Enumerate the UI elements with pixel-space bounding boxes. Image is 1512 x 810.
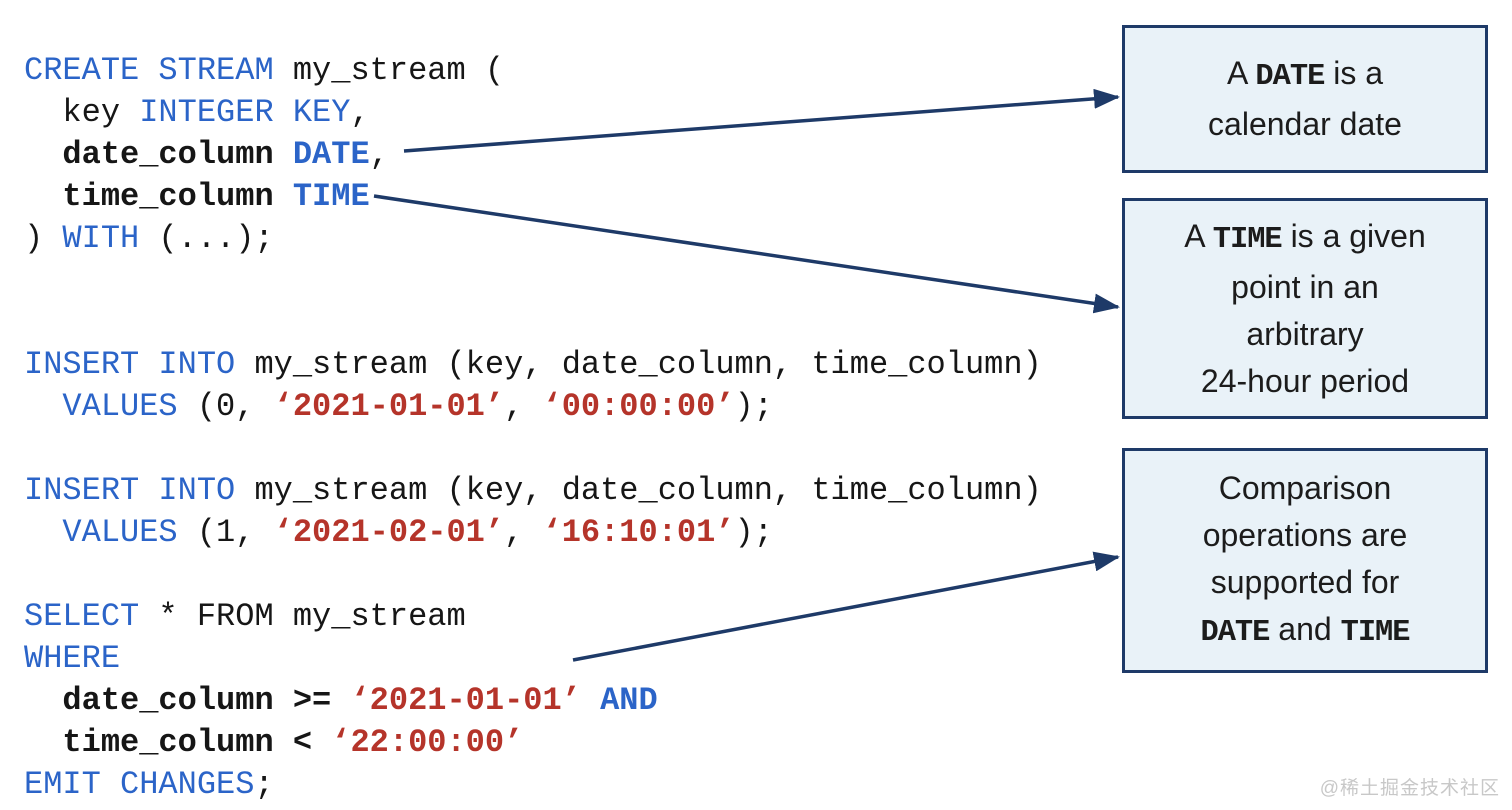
code-segment: (0, — [177, 388, 274, 425]
callout-keyword: TIME — [1212, 222, 1283, 257]
code-segment: ; — [254, 766, 274, 803]
code-segment: , — [504, 388, 543, 425]
code-line: VALUES (1, ‘2021-02-01’, ‘16:10:01’); — [24, 512, 1042, 554]
code-segment: ‘2021-02-01’ — [273, 514, 505, 551]
callout-line: 24-hour period — [1201, 358, 1409, 405]
code-line: date_column >= ‘2021-01-01’ AND — [24, 680, 1042, 722]
code-line — [24, 554, 1042, 596]
code-segment: ‘16:10:01’ — [542, 514, 735, 551]
code-segment: DATE — [292, 136, 370, 173]
callout-text: and — [1269, 610, 1341, 647]
code-segment — [581, 682, 600, 719]
code-segment: ‘00:00:00’ — [542, 388, 735, 425]
code-segment: WHERE — [24, 640, 121, 677]
code-segment: , — [350, 94, 370, 131]
code-segment: , — [369, 136, 389, 173]
callout-text: calendar date — [1208, 106, 1402, 142]
code-line — [24, 260, 1042, 302]
code-line: ) WITH (...); — [24, 218, 1042, 260]
code-segment: AND — [600, 682, 658, 719]
code-line: WHERE — [24, 638, 1042, 680]
callout-line: DATE and TIME — [1200, 606, 1411, 657]
callout-text: is a given — [1281, 217, 1426, 254]
code-segment: TIME — [292, 178, 370, 215]
callout-text: A — [1184, 217, 1213, 254]
callout-line: supported for — [1211, 559, 1400, 606]
callout-time-note: A TIME is a given point in an arbitrary 24-… — [1122, 198, 1488, 419]
callout-line: point in an — [1231, 264, 1379, 311]
code-segment: INSERT INTO — [24, 472, 255, 509]
callout-text: operations are — [1202, 516, 1408, 553]
code-segment — [24, 682, 62, 719]
callout-date-note: A DATE is a calendar date — [1122, 25, 1488, 173]
code-segment: WITH — [62, 220, 140, 257]
code-segment: ); — [734, 514, 773, 551]
callout-text: supported for — [1210, 563, 1400, 600]
callout-line: calendar date — [1208, 101, 1402, 148]
code-line: key INTEGER KEY, — [24, 92, 1042, 134]
callout-line: A DATE is a — [1227, 50, 1383, 101]
code-segment — [24, 514, 62, 551]
code-segment: * FROM my_stream — [139, 598, 466, 635]
code-line: SELECT * FROM my_stream — [24, 596, 1042, 638]
callout-line: A TIME is a given — [1184, 213, 1426, 264]
code-segment: key — [24, 94, 140, 131]
code-segment — [24, 136, 62, 173]
callout-text: 24-hour period — [1200, 362, 1410, 399]
code-segment: time_column — [62, 178, 293, 215]
code-segment: SELECT — [24, 598, 140, 635]
code-segment: (...); — [139, 220, 274, 257]
code-line — [24, 302, 1042, 344]
code-segment: ‘2021-01-01’ — [350, 682, 581, 719]
code-segment: time_column < — [62, 724, 332, 761]
code-segment — [24, 388, 62, 425]
code-line: VALUES (0, ‘2021-01-01’, ‘00:00:00’); — [24, 386, 1042, 428]
callout-line: arbitrary — [1246, 311, 1363, 358]
code-line: time_column < ‘22:00:00’ — [24, 722, 1042, 764]
code-line: time_column TIME — [24, 176, 1042, 218]
watermark-text: @稀土掘金技术社区 — [1319, 778, 1500, 799]
code-segment: (1, — [177, 514, 274, 551]
code-segment: EMIT CHANGES — [24, 766, 255, 803]
code-segment: ) — [24, 220, 63, 257]
code-segment: my_stream ( — [292, 52, 505, 89]
callout-text: A — [1226, 55, 1256, 91]
callout-text: is a — [1324, 55, 1384, 91]
code-segment: VALUES — [62, 388, 178, 425]
code-segment: my_stream (key, date_column, time_column… — [254, 346, 1042, 383]
code-segment: INTEGER KEY — [139, 94, 351, 131]
callout-line: Comparison — [1219, 465, 1392, 512]
code-line: INSERT INTO my_stream (key, date_column,… — [24, 344, 1042, 386]
callout-text: Comparison — [1218, 469, 1392, 506]
code-segment: INSERT INTO — [24, 346, 255, 383]
code-segment: ‘2021-01-01’ — [273, 388, 505, 425]
code-line: EMIT CHANGES; — [24, 764, 1042, 806]
sql-code-block: CREATE STREAM my_stream ( key INTEGER KE… — [24, 50, 1042, 806]
code-segment — [24, 178, 62, 215]
callout-text: arbitrary — [1246, 315, 1364, 352]
code-segment: ); — [734, 388, 773, 425]
code-segment — [24, 724, 62, 761]
callout-keyword: DATE — [1200, 615, 1270, 650]
code-segment: date_column >= — [62, 682, 351, 719]
code-segment: ‘22:00:00’ — [331, 724, 524, 761]
callout-keyword: TIME — [1340, 615, 1411, 650]
code-segment: date_column — [62, 136, 293, 173]
callout-text: point in an — [1231, 268, 1379, 305]
callout-keyword: DATE — [1255, 60, 1325, 94]
code-segment: my_stream (key, date_column, time_column… — [254, 472, 1042, 509]
code-line — [24, 428, 1042, 470]
callout-line: operations are — [1203, 512, 1408, 559]
code-segment: , — [504, 514, 543, 551]
code-line: date_column DATE, — [24, 134, 1042, 176]
code-line: CREATE STREAM my_stream ( — [24, 50, 1042, 92]
code-segment: VALUES — [62, 514, 178, 551]
code-line: INSERT INTO my_stream (key, date_column,… — [24, 470, 1042, 512]
code-segment: CREATE STREAM — [24, 52, 293, 89]
